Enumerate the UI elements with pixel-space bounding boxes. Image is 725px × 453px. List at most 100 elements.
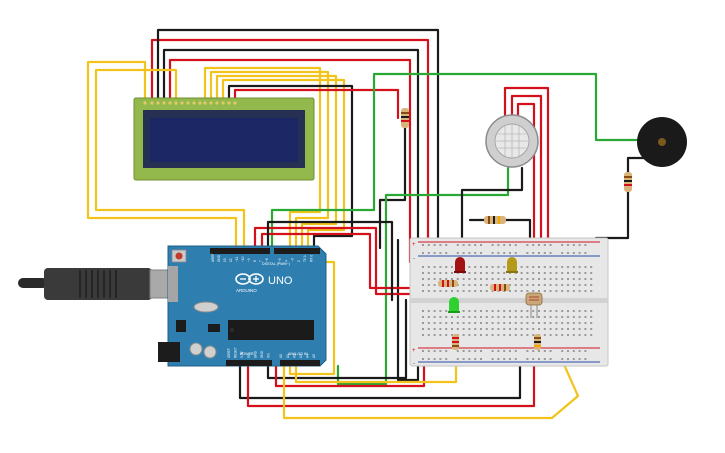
- breadboard-hole[interactable]: [532, 328, 535, 330]
- wire-gas-black[interactable]: [460, 166, 524, 250]
- piezo-buzzer[interactable]: [637, 117, 687, 167]
- wire-lcd-black-2[interactable]: [162, 48, 420, 382]
- breadboard-hole[interactable]: [549, 334, 552, 336]
- breadboard-hole[interactable]: [427, 322, 430, 324]
- breadboard-hole[interactable]: [561, 244, 564, 246]
- breadboard-hole[interactable]: [520, 272, 523, 274]
- breadboard-hole[interactable]: [474, 266, 477, 268]
- breadboard-hole[interactable]: [561, 278, 564, 280]
- breadboard-hole[interactable]: [543, 334, 546, 336]
- breadboard-hole[interactable]: [503, 278, 506, 280]
- breadboard-hole[interactable]: [427, 278, 430, 280]
- breadboard-hole[interactable]: [445, 290, 448, 292]
- breadboard-hole[interactable]: [526, 334, 529, 336]
- breadboard-hole[interactable]: [427, 310, 430, 312]
- breadboard-hole[interactable]: [445, 244, 448, 246]
- breadboard-hole[interactable]: [538, 266, 540, 268]
- breadboard-hole[interactable]: [480, 266, 482, 268]
- breadboard-hole[interactable]: [549, 328, 552, 330]
- breadboard-hole[interactable]: [422, 334, 424, 336]
- breadboard-hole[interactable]: [474, 328, 477, 330]
- breadboard-hole[interactable]: [532, 284, 535, 286]
- breadboard-hole[interactable]: [427, 252, 430, 254]
- breadboard-hole[interactable]: [445, 328, 448, 330]
- breadboard-hole[interactable]: [526, 244, 529, 246]
- breadboard-hole[interactable]: [509, 322, 511, 324]
- breadboard-hole[interactable]: [567, 358, 569, 360]
- breadboard-hole[interactable]: [439, 358, 442, 360]
- breadboard-hole[interactable]: [520, 310, 523, 312]
- breadboard-hole[interactable]: [509, 252, 511, 254]
- breadboard-hole[interactable]: [451, 322, 453, 324]
- breadboard-hole[interactable]: [503, 328, 506, 330]
- breadboard-hole[interactable]: [433, 252, 436, 254]
- breadboard-hole[interactable]: [532, 322, 535, 324]
- breadboard-hole[interactable]: [468, 266, 471, 268]
- breadboard-hole[interactable]: [572, 272, 575, 274]
- breadboard-hole[interactable]: [555, 334, 558, 336]
- breadboard-hole[interactable]: [474, 290, 477, 292]
- breadboard-hole[interactable]: [456, 244, 459, 246]
- breadboard-hole[interactable]: [503, 244, 506, 246]
- breadboard-hole[interactable]: [427, 272, 430, 274]
- breadboard-hole[interactable]: [485, 272, 488, 274]
- breadboard-hole[interactable]: [561, 266, 564, 268]
- breadboard-hole[interactable]: [584, 328, 587, 330]
- breadboard-hole[interactable]: [474, 244, 477, 246]
- breadboard-hole[interactable]: [480, 272, 482, 274]
- breadboard-hole[interactable]: [439, 316, 442, 318]
- breadboard-hole[interactable]: [584, 334, 587, 336]
- breadboard-hole[interactable]: [480, 316, 482, 318]
- breadboard-hole[interactable]: [422, 328, 424, 330]
- breadboard-hole[interactable]: [555, 328, 558, 330]
- breadboard-hole[interactable]: [468, 334, 471, 336]
- breadboard-hole[interactable]: [474, 310, 477, 312]
- breadboard-hole[interactable]: [520, 316, 523, 318]
- breadboard-hole[interactable]: [532, 244, 535, 246]
- breadboard-hole[interactable]: [590, 284, 593, 286]
- breadboard-hole[interactable]: [451, 266, 453, 268]
- wire-gas-red-3[interactable]: [516, 102, 536, 252]
- breadboard-hole[interactable]: [509, 328, 511, 330]
- breadboard-hole[interactable]: [514, 284, 517, 286]
- breadboard-hole[interactable]: [462, 334, 465, 336]
- wire-lcd-red-2[interactable]: [168, 58, 412, 264]
- led-red[interactable]: [454, 257, 466, 273]
- breadboard-hole[interactable]: [509, 316, 511, 318]
- breadboard-hole[interactable]: [439, 334, 442, 336]
- breadboard-hole[interactable]: [520, 328, 523, 330]
- breadboard-hole[interactable]: [590, 278, 593, 280]
- breadboard-hole[interactable]: [474, 334, 477, 336]
- breadboard-hole[interactable]: [590, 266, 593, 268]
- breadboard-hole[interactable]: [451, 272, 453, 274]
- breadboard-hole[interactable]: [584, 272, 587, 274]
- breadboard-hole[interactable]: [427, 284, 430, 286]
- breadboard-hole[interactable]: [497, 244, 500, 246]
- breadboard-hole[interactable]: [572, 266, 575, 268]
- resistor-bb-2[interactable]: [490, 284, 510, 291]
- breadboard-hole[interactable]: [491, 266, 494, 268]
- wire-pwr-black-2[interactable]: [266, 298, 408, 380]
- breadboard-hole[interactable]: [468, 310, 471, 312]
- breadboard-hole[interactable]: [422, 310, 424, 312]
- breadboard-hole[interactable]: [480, 322, 482, 324]
- breadboard-hole[interactable]: [526, 328, 529, 330]
- breadboard-hole[interactable]: [474, 358, 477, 360]
- breadboard-hole[interactable]: [543, 252, 546, 254]
- breadboard-hole[interactable]: [567, 290, 569, 292]
- breadboard-hole[interactable]: [445, 272, 448, 274]
- breadboard-hole[interactable]: [532, 278, 535, 280]
- breadboard-hole[interactable]: [474, 316, 477, 318]
- breadboard-hole[interactable]: [584, 244, 587, 246]
- breadboard-hole[interactable]: [462, 252, 465, 254]
- breadboard-hole[interactable]: [462, 322, 465, 324]
- breadboard-hole[interactable]: [578, 328, 581, 330]
- breadboard-hole[interactable]: [514, 358, 517, 360]
- breadboard-hole[interactable]: [549, 244, 552, 246]
- breadboard-hole[interactable]: [509, 358, 511, 360]
- breadboard-hole[interactable]: [509, 284, 511, 286]
- wire-resistor-lcd[interactable]: [378, 126, 407, 250]
- breadboard-hole[interactable]: [445, 322, 448, 324]
- breadboard-hole[interactable]: [526, 278, 529, 280]
- breadboard-hole[interactable]: [468, 328, 471, 330]
